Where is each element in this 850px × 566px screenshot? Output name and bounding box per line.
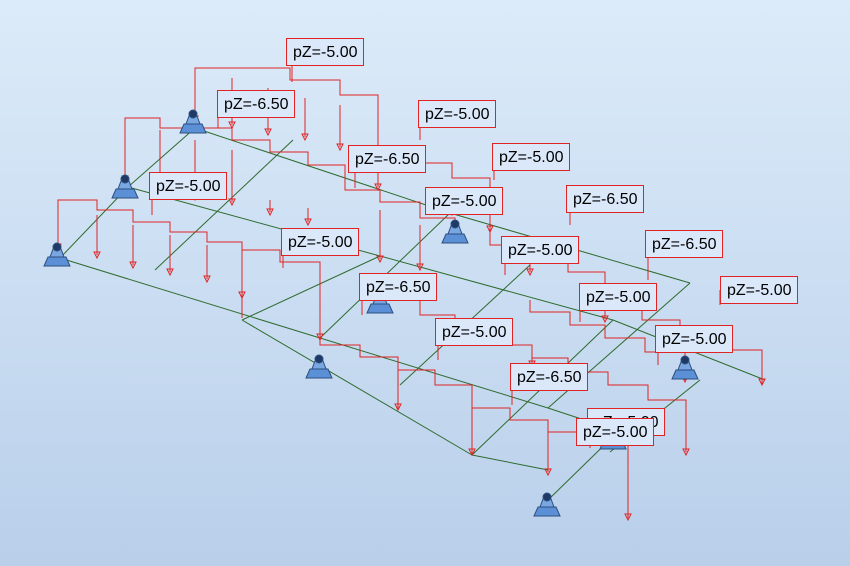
- support-node: [188, 109, 198, 119]
- beam-line: [194, 127, 451, 214]
- pinned-support-icon: [441, 219, 469, 244]
- load-arrowhead: [316, 333, 324, 342]
- load-arrowhead: [336, 143, 344, 152]
- load-profile: [397, 357, 473, 455]
- load-value-label[interactable]: pZ=-5.00: [655, 325, 734, 353]
- load-arrowhead: [166, 268, 174, 277]
- load-profile: [471, 395, 549, 470]
- load-value-label[interactable]: pZ=-5.00: [425, 187, 504, 215]
- load-arrowhead: [228, 121, 236, 130]
- load-arrowhead: [129, 261, 137, 270]
- support-base: [179, 123, 207, 134]
- load-profile: [124, 117, 346, 180]
- beam-line: [154, 139, 294, 271]
- pinned-support-icon: [305, 354, 333, 379]
- load-arrowhead: [203, 275, 211, 284]
- beam-line: [59, 257, 321, 339]
- support-node: [450, 219, 460, 229]
- pinned-support-icon: [111, 174, 139, 199]
- pinned-support-icon: [43, 242, 71, 267]
- load-arrowhead: [264, 128, 272, 137]
- load-arrowhead: [682, 448, 690, 457]
- support-base: [441, 233, 469, 244]
- support-group: [43, 109, 699, 517]
- load-arrowhead: [374, 183, 382, 192]
- load-profile: [344, 178, 456, 228]
- load-value-label[interactable]: pZ=-6.50: [510, 363, 589, 391]
- load-arrowhead: [93, 251, 101, 260]
- load-profile: [241, 242, 321, 338]
- support-node: [314, 354, 324, 364]
- load-value-label[interactable]: pZ=-5.00: [501, 236, 580, 264]
- load-arrowhead: [468, 448, 476, 457]
- support-node: [52, 242, 62, 252]
- load-profile: [194, 67, 379, 140]
- pinned-support-icon: [671, 355, 699, 380]
- beam-line: [319, 337, 549, 409]
- load-value-label[interactable]: pZ=-5.00: [286, 38, 365, 66]
- load-arrowhead: [601, 315, 609, 324]
- support-base: [111, 188, 139, 199]
- beam-line: [241, 255, 381, 321]
- load-value-label[interactable]: pZ=-5.00: [281, 228, 360, 256]
- beam-line: [241, 319, 473, 456]
- load-value-label[interactable]: pZ=-6.50: [359, 273, 438, 301]
- load-arrowhead: [758, 378, 766, 387]
- pinned-support-icon: [179, 109, 207, 134]
- support-base: [533, 506, 561, 517]
- pinned-support-icon: [533, 492, 561, 517]
- load-arrowhead: [266, 208, 274, 217]
- load-arrowhead: [526, 268, 534, 277]
- support-base: [305, 368, 333, 379]
- load-arrowhead: [238, 291, 246, 300]
- load-value-label[interactable]: pZ=-5.00: [576, 418, 655, 446]
- load-arrowhead: [301, 133, 309, 142]
- load-value-label[interactable]: pZ=-5.00: [149, 172, 228, 200]
- load-arrowhead: [304, 218, 312, 227]
- load-value-label[interactable]: pZ=-6.50: [645, 230, 724, 258]
- load-profile: [57, 199, 243, 318]
- beam-line: [471, 454, 549, 471]
- load-arrowhead: [544, 468, 552, 477]
- load-value-label[interactable]: pZ=-5.00: [435, 318, 514, 346]
- load-value-label[interactable]: pZ=-6.50: [566, 185, 645, 213]
- support-base: [671, 369, 699, 380]
- load-value-label[interactable]: pZ=-5.00: [492, 143, 571, 171]
- load-value-label[interactable]: pZ=-5.00: [720, 276, 799, 304]
- support-node: [120, 174, 130, 184]
- beam-line: [127, 127, 196, 188]
- load-arrowhead: [416, 263, 424, 272]
- support-node: [542, 492, 552, 502]
- support-node: [680, 355, 690, 365]
- beam-line: [59, 186, 129, 259]
- load-arrowhead: [376, 255, 384, 264]
- support-base: [366, 303, 394, 314]
- load-value-label[interactable]: pZ=-5.00: [579, 283, 658, 311]
- load-arrowhead: [228, 198, 236, 207]
- load-arrowhead: [394, 403, 402, 412]
- load-arrowhead: [624, 513, 632, 522]
- load-value-label[interactable]: pZ=-6.50: [217, 90, 296, 118]
- load-value-label[interactable]: pZ=-5.00: [418, 100, 497, 128]
- load-value-label[interactable]: pZ=-6.50: [348, 145, 427, 173]
- load-arrowhead: [486, 225, 494, 234]
- load-profile: [319, 338, 399, 410]
- support-base: [43, 256, 71, 267]
